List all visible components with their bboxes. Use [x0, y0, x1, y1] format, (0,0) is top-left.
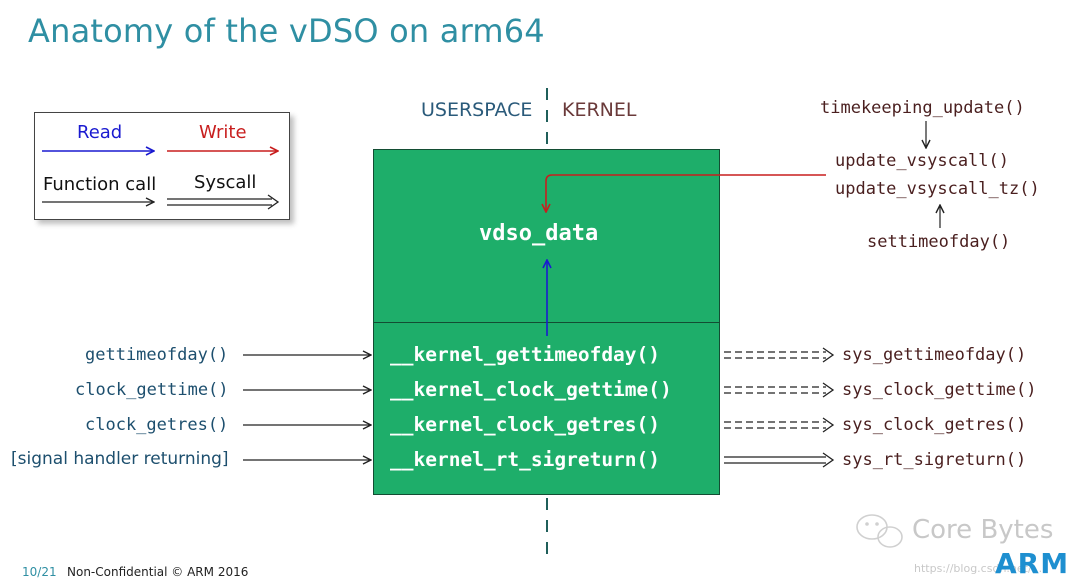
kernel-clock-gettime-label: __kernel_clock_gettime() [390, 378, 672, 401]
syscall-fallback-clock-getres [724, 417, 835, 433]
vdso-data-label: vdso_data [479, 221, 599, 246]
update-vsyscall-label: update_vsyscall() [835, 151, 1009, 171]
legend-function-call-label: Function call [43, 174, 157, 195]
sys-clock-gettime-label: sys_clock_gettime() [842, 380, 1037, 400]
userspace-label: USERSPACE [421, 99, 533, 121]
syscall-fallback-clock-gettime [724, 382, 835, 398]
watermark-text: Core Bytes [912, 515, 1054, 545]
user-signal-handler-label: [signal handler returning] [11, 449, 229, 469]
user-clock-getres-label: clock_getres() [85, 415, 229, 435]
syscall-fallback-gettimeofday [724, 347, 835, 363]
kernel-clock-getres-label: __kernel_clock_getres() [390, 413, 661, 436]
kernel-gettimeofday-label: __kernel_gettimeofday() [390, 343, 661, 366]
settimeofday-label: settimeofday() [867, 232, 1011, 252]
kernel-rt-sigreturn-label: __kernel_rt_sigreturn() [390, 448, 661, 471]
update-vsyscall-tz-label: update_vsyscall_tz() [835, 179, 1040, 199]
legend-read-label: Read [77, 122, 123, 143]
sys-rt-sigreturn-label: sys_rt_sigreturn() [842, 450, 1027, 470]
syscall-arrow-rt-sigreturn [724, 452, 835, 468]
legend-write-label: Write [199, 122, 247, 143]
legend-syscall-label: Syscall [194, 172, 257, 193]
slide-title: Anatomy of the vDSO on arm64 [28, 12, 545, 50]
confidentiality-notice: Non-Confidential © ARM 2016 [67, 565, 249, 579]
page-number: 10/21 [22, 565, 57, 579]
wechat-icon [856, 514, 903, 548]
write-arrow-vdso [546, 174, 826, 212]
user-clock-gettime-label: clock_gettime() [75, 380, 229, 400]
sys-clock-getres-label: sys_clock_getres() [842, 415, 1027, 435]
legend-syscall-arrow [167, 194, 280, 210]
arm-logo: ARM [995, 547, 1070, 580]
timekeeping-update-label: timekeeping_update() [820, 98, 1025, 118]
watermark-url: https://blog.csdn.net/... [914, 562, 1043, 575]
user-gettimeofday-label: gettimeofday() [85, 345, 229, 365]
sys-gettimeofday-label: sys_gettimeofday() [842, 345, 1027, 365]
kernel-label: KERNEL [562, 99, 637, 121]
